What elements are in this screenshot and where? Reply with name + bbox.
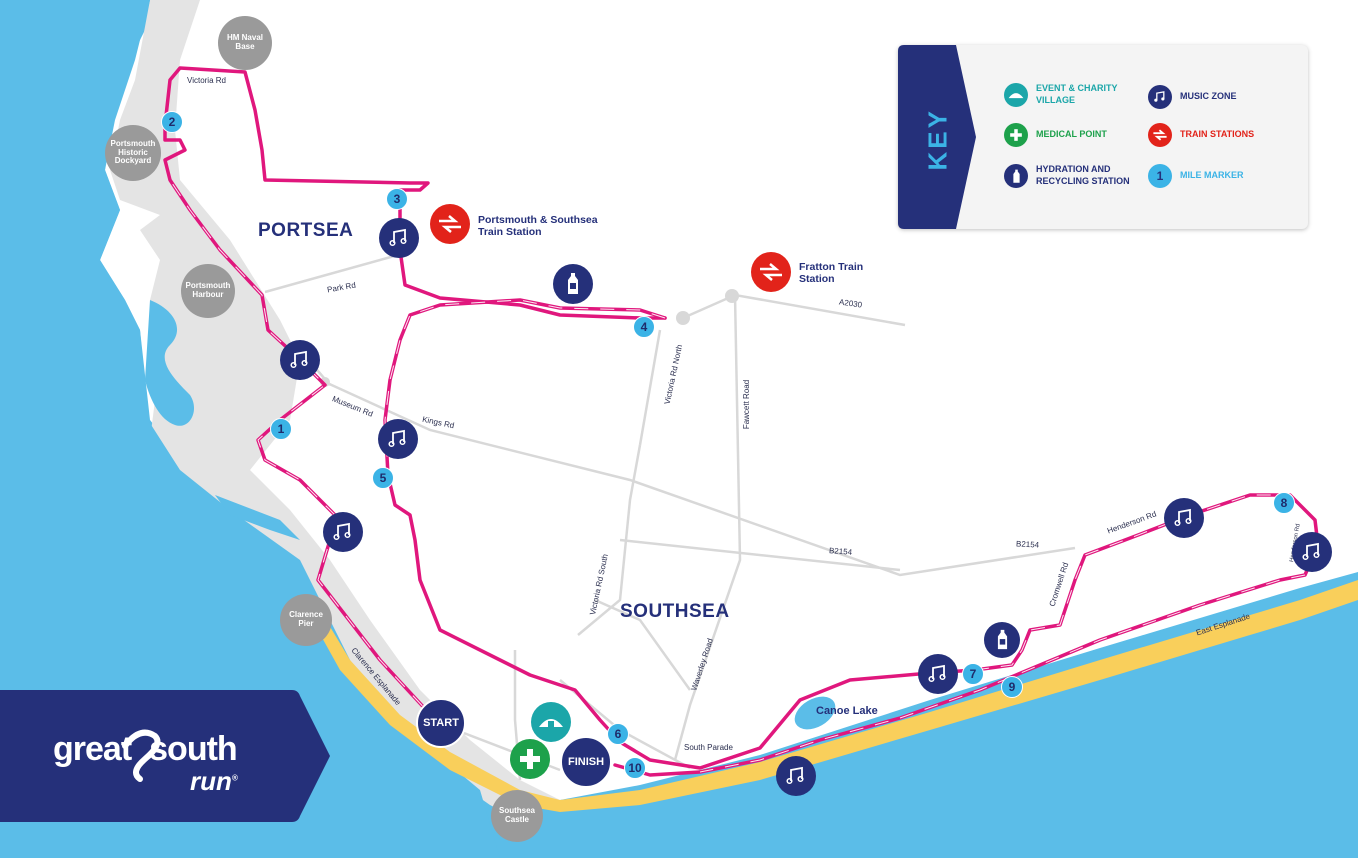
music-zone-icon (918, 654, 958, 694)
event-village-tent-icon (531, 702, 571, 742)
start-point: START (416, 698, 466, 748)
mile-marker-7: 7 (962, 663, 984, 685)
area-label-southsea: SOUTHSEA (620, 601, 730, 622)
area-label-portsea: PORTSEA (258, 220, 354, 241)
key-item-train-stations: TRAIN STATIONS (1148, 123, 1254, 147)
music-zone-icon (1292, 532, 1332, 572)
music-zone-icon (378, 419, 418, 459)
bottle-icon (1004, 164, 1028, 188)
road-label-victoria-rd: Victoria Rd (187, 76, 226, 85)
road-label-fawcett-road: Fawcett Road (742, 379, 752, 430)
mile-marker-8: 8 (1273, 492, 1295, 514)
music-icon (1148, 85, 1172, 109)
hydration-station-icon (984, 622, 1020, 658)
medical-point-icon (510, 739, 550, 779)
plus-icon (1004, 123, 1028, 147)
key-item-medical-point: MEDICAL POINT (1004, 123, 1107, 147)
mile-marker-4: 4 (633, 316, 655, 338)
harbour-inlet (145, 300, 195, 426)
mile-marker-10: 10 (624, 757, 646, 779)
key-tab (898, 45, 976, 229)
harbour-inlet (0, 0, 500, 858)
logo-panel-bg (0, 690, 330, 822)
mile-marker-3: 3 (386, 188, 408, 210)
roundabout (725, 289, 739, 303)
key-item-mile-marker: 1 MILE MARKER (1148, 164, 1244, 188)
canoe-lake (794, 696, 836, 730)
music-zone-icon (1164, 498, 1204, 538)
road-label-south-parade: South Parade (684, 743, 733, 752)
music-zone-icon (323, 512, 363, 552)
mile-marker-2: 2 (161, 111, 183, 133)
train-icon (1148, 123, 1172, 147)
mile-marker-icon: 1 (1148, 164, 1172, 188)
mile-marker-5: 5 (372, 467, 394, 489)
logo-run: run® (190, 766, 238, 796)
canoe-lake-label: Canoe Lake (816, 705, 878, 717)
hydration-station-icon (553, 264, 593, 304)
tent-icon (1004, 83, 1028, 107)
harbour-inlet (215, 495, 300, 540)
train-station-icon (751, 252, 791, 292)
mile-marker-9: 9 (1001, 676, 1023, 698)
music-zone-icon (776, 756, 816, 796)
logo-swoosh-icon (122, 729, 161, 782)
mile-marker-6: 6 (607, 723, 629, 745)
music-zone-icon (379, 218, 419, 258)
road-label-b2154: B2154 (1015, 539, 1040, 550)
key-item-music-zone: MUSIC ZONE (1148, 85, 1237, 109)
roundabout (676, 311, 690, 325)
road-label-b2154: B2154 (828, 546, 853, 557)
music-zone-icon (280, 340, 320, 380)
train-station-icon (430, 204, 470, 244)
finish-point: FINISH (560, 736, 612, 788)
key-title: KEY (922, 108, 953, 171)
mile-marker-1: 1 (270, 418, 292, 440)
